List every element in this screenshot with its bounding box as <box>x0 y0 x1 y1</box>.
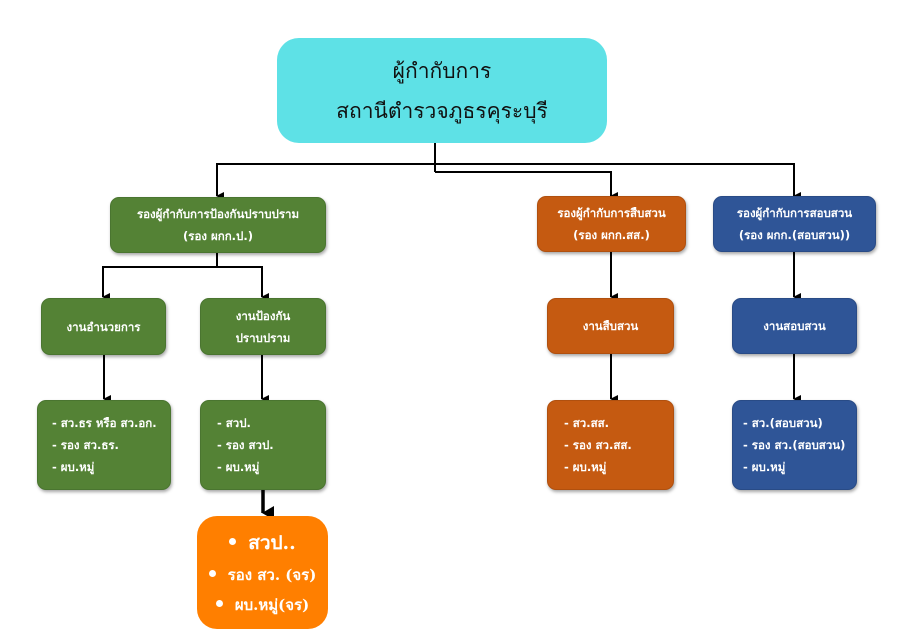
staff-investigation-item: - ผบ.หมู่ <box>564 460 607 474</box>
staff-admin-item: - สว.ธร หรือ สว.อก. <box>52 416 157 430</box>
staff-inquiry-node: - สว.(สอบสวน) - รอง สว.(สอบสวน) - ผบ.หมู… <box>732 400 857 490</box>
staff-patrol-item: - สวป. <box>217 416 251 430</box>
deputy-prevention-abbr: (รอง ผกก.ป.) <box>183 229 253 243</box>
staff-inquiry-item: - สว.(สอบสวน) <box>743 416 823 430</box>
traffic-staff-item: รอง สว. (จร) <box>208 560 317 590</box>
connector-root-to-inquiry <box>435 163 801 200</box>
deputy-prevention-node: รองผู้กำกับการป้องกันปราบปราม (รอง ผกก.ป… <box>110 197 326 253</box>
staff-admin-item: - ผบ.หมู่ <box>52 460 95 474</box>
unit-admin-node: งานอำนวยการ <box>41 298 166 355</box>
unit-investigation-node: งานสืบสวน <box>547 298 674 354</box>
traffic-staff-text: สวป.. <box>248 531 296 554</box>
traffic-staff-node: สวป.. รอง สว. (จร) ผบ.หมู่(จร) <box>197 516 328 629</box>
staff-investigation-node: - สว.สส. - รอง สว.สส. - ผบ.หมู่ <box>547 400 674 490</box>
staff-admin-item: - รอง สว.ธร. <box>52 438 119 452</box>
deputy-inquiry-node: รองผู้กำกับการสอบสวน (รอง ผกก.(สอบสวน)) <box>713 196 876 252</box>
staff-patrol-node: - สวป. - รอง สวป. - ผบ.หมู่ <box>200 400 326 490</box>
traffic-staff-item: ผบ.หมู่(จร) <box>215 590 310 620</box>
bullet-icon <box>208 570 216 577</box>
unit-investigation-label: งานสืบสวน <box>582 319 639 333</box>
connector-root-to-investigation <box>435 171 618 200</box>
deputy-inquiry-title: รองผู้กำกับการสอบสวน <box>736 206 853 220</box>
root-station-name: สถานีตำรวจภูธรคุระบุรี <box>336 98 548 123</box>
staff-inquiry-item: - ผบ.หมู่ <box>743 460 786 474</box>
unit-patrol-label-2: ปราบปราม <box>235 330 291 345</box>
deputy-inquiry-abbr: (รอง ผกก.(สอบสวน)) <box>738 228 851 242</box>
unit-inquiry-node: งานสอบสวน <box>732 298 857 354</box>
unit-admin-label: งานอำนวยการ <box>66 319 141 334</box>
staff-inquiry-item: - รอง สว.(สอบสวน) <box>743 438 846 452</box>
connector-root-to-prevention <box>216 163 435 200</box>
unit-patrol-label-1: งานป้องกัน <box>235 308 291 323</box>
staff-investigation-item: - รอง สว.สส. <box>564 438 632 452</box>
staff-admin-node: - สว.ธร หรือ สว.อก. - รอง สว.ธร. - ผบ.หม… <box>37 400 171 490</box>
bullet-icon <box>229 538 237 545</box>
connector-prevention-to-admin <box>102 266 217 301</box>
deputy-investigation-abbr: (รอง ผกก.สส.) <box>573 228 650 242</box>
staff-patrol-item: - รอง สวป. <box>217 438 274 452</box>
unit-inquiry-label: งานสอบสวน <box>763 319 826 333</box>
connector-prevention-to-patrol <box>217 266 269 301</box>
traffic-staff-text: รอง สว. (จร) <box>227 565 317 584</box>
traffic-staff-text: ผบ.หมู่(จร) <box>234 595 310 614</box>
unit-patrol-node: งานป้องกัน ปราบปราม <box>200 298 326 355</box>
deputy-investigation-title: รองผู้กำกับการสืบสวน <box>557 206 666 220</box>
deputy-prevention-title: รองผู้กำกับการป้องกันปราบปราม <box>136 207 300 221</box>
bullet-icon <box>215 600 223 607</box>
root-node-superintendent: ผู้กำกับการ สถานีตำรวจภูธรคุระบุรี <box>277 38 607 143</box>
root-title: ผู้กำกับการ <box>392 58 492 83</box>
deputy-investigation-node: รองผู้กำกับการสืบสวน (รอง ผกก.สส.) <box>537 196 686 252</box>
staff-investigation-item: - สว.สส. <box>564 416 610 430</box>
staff-patrol-item: - ผบ.หมู่ <box>217 460 260 474</box>
traffic-staff-item: สวป.. <box>229 526 296 560</box>
